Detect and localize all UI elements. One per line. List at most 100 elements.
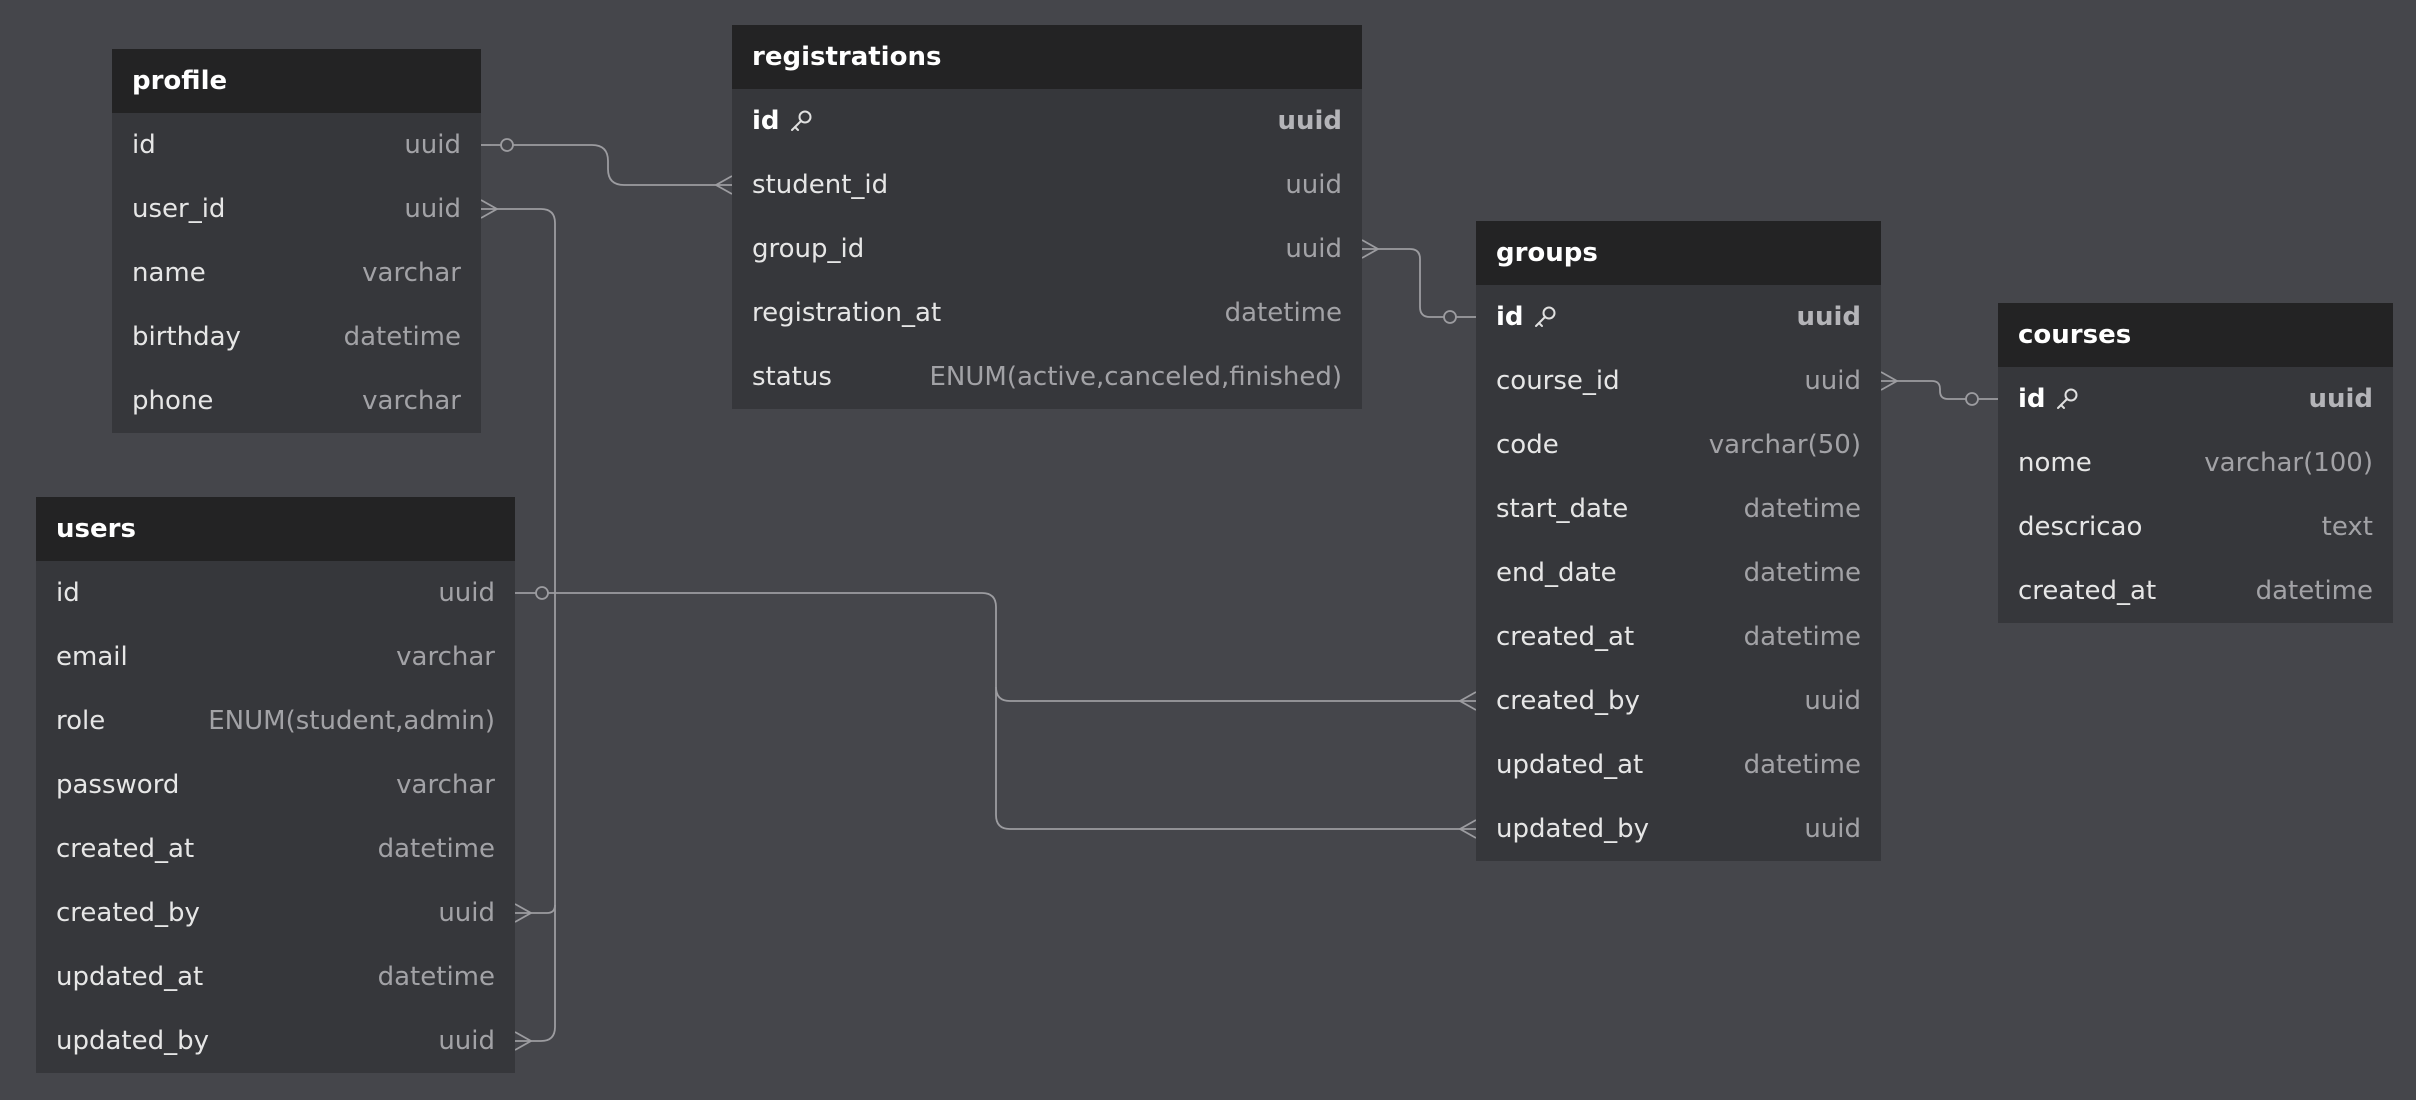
table-header-courses[interactable]: courses (1998, 303, 2393, 367)
relation-one-marker (535, 586, 549, 600)
relation-many-marker (514, 903, 533, 923)
column-type: uuid (1804, 686, 1861, 716)
column-type: uuid (1796, 302, 1861, 332)
column-type: varchar(100) (2204, 448, 2373, 478)
column-name: updated_at (1496, 750, 1643, 780)
column-name-text: name (132, 258, 206, 288)
column-name-text: created_by (56, 898, 200, 928)
column-type: ENUM(student,admin) (208, 706, 495, 736)
column-row-profile-name[interactable]: name varchar (112, 241, 481, 305)
column-name-text: updated_at (1496, 750, 1644, 780)
table-header-profile[interactable]: profile (112, 49, 481, 113)
column-name: nome (2018, 448, 2092, 478)
column-name: phone (132, 386, 213, 416)
column-name-text: updated_at (56, 962, 204, 992)
relation-many-marker (1361, 239, 1380, 259)
column-name-text: nome (2018, 448, 2092, 478)
relation-one-marker (500, 138, 514, 152)
relation-many-marker (1458, 819, 1477, 839)
column-type: uuid (438, 898, 495, 928)
column-row-courses-nome[interactable]: nome varchar(100) (1998, 431, 2393, 495)
key-icon (2054, 386, 2080, 412)
column-row-groups-id[interactable]: id uuid (1476, 285, 1881, 349)
column-type: datetime (1743, 558, 1861, 588)
column-name-text: password (56, 770, 180, 800)
column-name: registration_at (752, 298, 941, 328)
column-name-text: phone (132, 386, 214, 416)
key-icon (788, 108, 814, 134)
column-name: password (56, 770, 179, 800)
column-name: created_by (56, 898, 200, 928)
column-name: updated_at (56, 962, 203, 992)
column-type: varchar (396, 642, 495, 672)
column-type: ENUM(active,canceled,finished) (929, 362, 1342, 392)
column-type: datetime (377, 834, 495, 864)
table-header-users[interactable]: users (36, 497, 515, 561)
column-name: descricao (2018, 512, 2142, 542)
column-name: id (1496, 302, 1558, 332)
column-name: updated_by (56, 1026, 209, 1056)
relation-groups-registrations-line (1362, 248, 1476, 318)
column-row-groups-created_by[interactable]: created_by uuid (1476, 669, 1881, 733)
column-type: datetime (343, 322, 461, 352)
column-name: created_at (2018, 576, 2156, 606)
column-type: varchar (362, 258, 461, 288)
column-type: datetime (2255, 576, 2373, 606)
column-name: code (1496, 430, 1559, 460)
column-type: varchar (396, 770, 495, 800)
column-name-text: course_id (1496, 366, 1620, 396)
column-name-text: id (1496, 302, 1524, 332)
column-name-text: updated_by (1496, 814, 1650, 844)
column-name: email (56, 642, 128, 672)
column-row-users-created_by[interactable]: created_by uuid (36, 881, 515, 945)
column-row-users-email[interactable]: email varchar (36, 625, 515, 689)
column-name: course_id (1496, 366, 1620, 396)
column-name: id (752, 106, 814, 136)
column-row-courses-created_at[interactable]: created_at datetime (1998, 559, 2393, 623)
relation-many-marker (1880, 371, 1899, 391)
relation-many-marker (1458, 691, 1477, 711)
column-row-users-password[interactable]: password varchar (36, 753, 515, 817)
column-row-users-role[interactable]: role ENUM(student,admin) (36, 689, 515, 753)
column-name: name (132, 258, 206, 288)
table-header-registrations[interactable]: registrations (732, 25, 1362, 89)
column-name: role (56, 706, 105, 736)
relation-profile-registrations-line (491, 144, 732, 186)
relation-many-marker (480, 199, 499, 219)
column-type: datetime (1743, 494, 1861, 524)
column-name-text: created_by (1496, 686, 1640, 716)
relation-many-marker (714, 175, 733, 195)
table-header-groups[interactable]: groups (1476, 221, 1881, 285)
relation-users-created-by-line (515, 904, 556, 914)
column-name: created_at (1496, 622, 1634, 652)
column-name-text: created_at (1496, 622, 1635, 652)
column-name: created_by (1496, 686, 1640, 716)
